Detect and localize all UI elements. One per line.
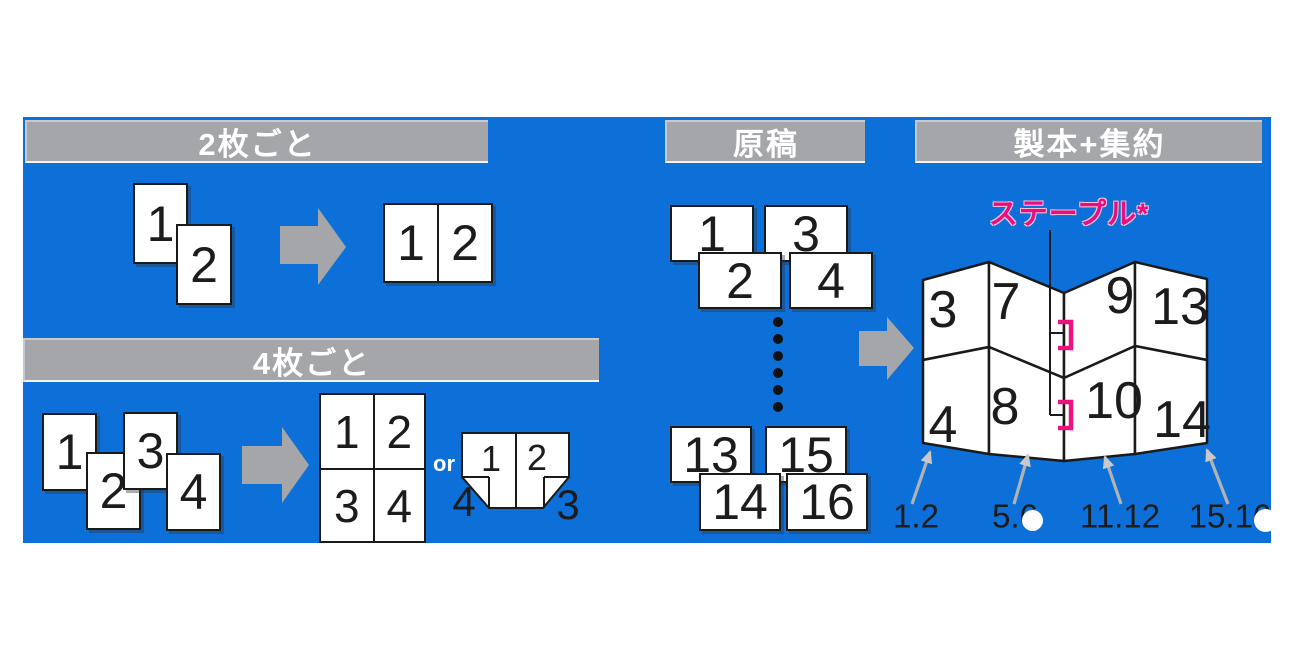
original-page: 4 — [789, 252, 873, 309]
booklet-panel-number: 3 — [928, 281, 958, 339]
white-dot — [1022, 510, 1043, 531]
booklet-panel-number: 14 — [1153, 391, 1211, 449]
source-page: 2 — [176, 224, 232, 305]
or-label: or — [433, 451, 455, 476]
booklet-panel-number: 10 — [1085, 372, 1143, 430]
page-number: 2 — [190, 236, 218, 293]
source-page: 4 — [166, 453, 221, 531]
original-page: 16 — [786, 473, 868, 531]
page-number: 1 — [397, 215, 425, 271]
header-two-per-sheet: 2枚ごと — [25, 120, 488, 163]
result-cell: 2 — [372, 395, 425, 468]
page-number: 2 — [386, 405, 413, 458]
page-number: 3 — [136, 423, 165, 479]
header-booklet: 製本+集約 — [915, 120, 1262, 163]
page-number: 4 — [179, 464, 208, 520]
booklet-panel-number: 9 — [1105, 267, 1135, 325]
page-number: 2 — [99, 463, 128, 519]
sheet-label: 1.2 — [893, 497, 939, 535]
booklet-panel-number: 4 — [928, 396, 958, 454]
folded-front-right-number: 2 — [526, 437, 548, 478]
header-two-per-sheet-label: 2枚ごと — [198, 127, 317, 162]
header-booklet-label: 製本+集約 — [1013, 127, 1166, 162]
page-number: 4 — [386, 479, 413, 532]
page-number: 2 — [726, 252, 754, 309]
booklet-panel-number: 13 — [1151, 278, 1209, 336]
original-page: 2 — [698, 252, 782, 309]
page-number: 14 — [712, 474, 768, 530]
page-number: 3 — [333, 479, 360, 532]
booklet-panel-number: 8 — [990, 378, 1020, 436]
page-number: 16 — [799, 474, 855, 530]
page-number: 1 — [55, 424, 84, 480]
sheet-label: 11.12 — [1079, 497, 1161, 535]
result-cell: 3 — [321, 468, 373, 541]
folded-back-right-number: 3 — [556, 481, 580, 528]
page-number: 1 — [333, 405, 360, 458]
folded-front-left-number: 1 — [480, 438, 502, 479]
page-number: 4 — [817, 252, 845, 309]
result-cell: 1 — [385, 205, 437, 281]
booklet-panel-number: 7 — [991, 273, 1021, 331]
page-number: 2 — [451, 215, 479, 271]
source-page: 1 — [133, 183, 188, 264]
two-up-result-sheet: 1 2 — [383, 203, 493, 283]
original-page: 14 — [699, 473, 781, 531]
header-four-per-sheet-label: 4枚ごと — [252, 345, 372, 381]
result-cell: 4 — [372, 468, 424, 541]
header-original: 原稿 — [665, 120, 865, 163]
white-dot — [1254, 509, 1277, 532]
folded-back-left-number: 4 — [452, 478, 476, 525]
header-original-label: 原稿 — [733, 127, 799, 162]
four-up-result-sheet: 1 2 3 4 — [319, 393, 426, 543]
source-page: 3 — [123, 412, 178, 490]
staple-label: ステープル* — [988, 198, 1150, 231]
page-number: 1 — [146, 195, 175, 252]
result-cell: 2 — [437, 205, 491, 281]
result-cell: 1 — [321, 395, 373, 468]
header-four-per-sheet: 4枚ごと — [23, 338, 599, 382]
